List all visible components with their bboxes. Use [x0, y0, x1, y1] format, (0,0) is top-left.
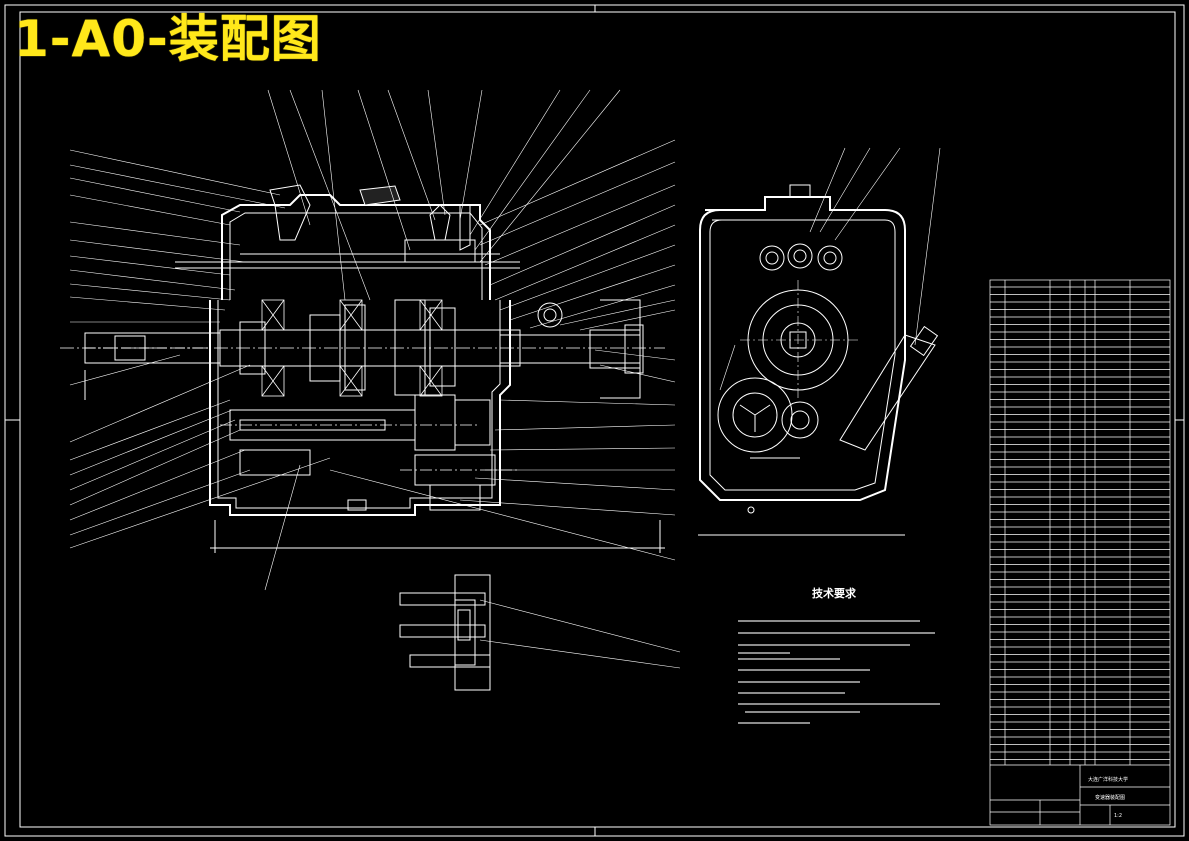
parts-list-table	[989, 279, 1171, 826]
detail-view	[399, 574, 681, 691]
leader-lines-side	[719, 147, 941, 391]
side-section-view	[698, 184, 939, 536]
sheet-title: 1-A0-装配图	[14, 10, 322, 68]
inner-border	[19, 11, 1176, 828]
title-block-doc: 变速器装配图	[1095, 795, 1126, 801]
leader-lines-main	[69, 89, 676, 591]
tech-requirements-title: 技术要求	[812, 587, 856, 600]
main-section-view	[60, 184, 665, 553]
tech-requirements-lines	[738, 620, 940, 724]
title-block-org: 大连广洋科技大学	[1088, 777, 1129, 783]
title-block-scale: 1:2	[1114, 813, 1123, 819]
outer-border	[4, 4, 1185, 837]
